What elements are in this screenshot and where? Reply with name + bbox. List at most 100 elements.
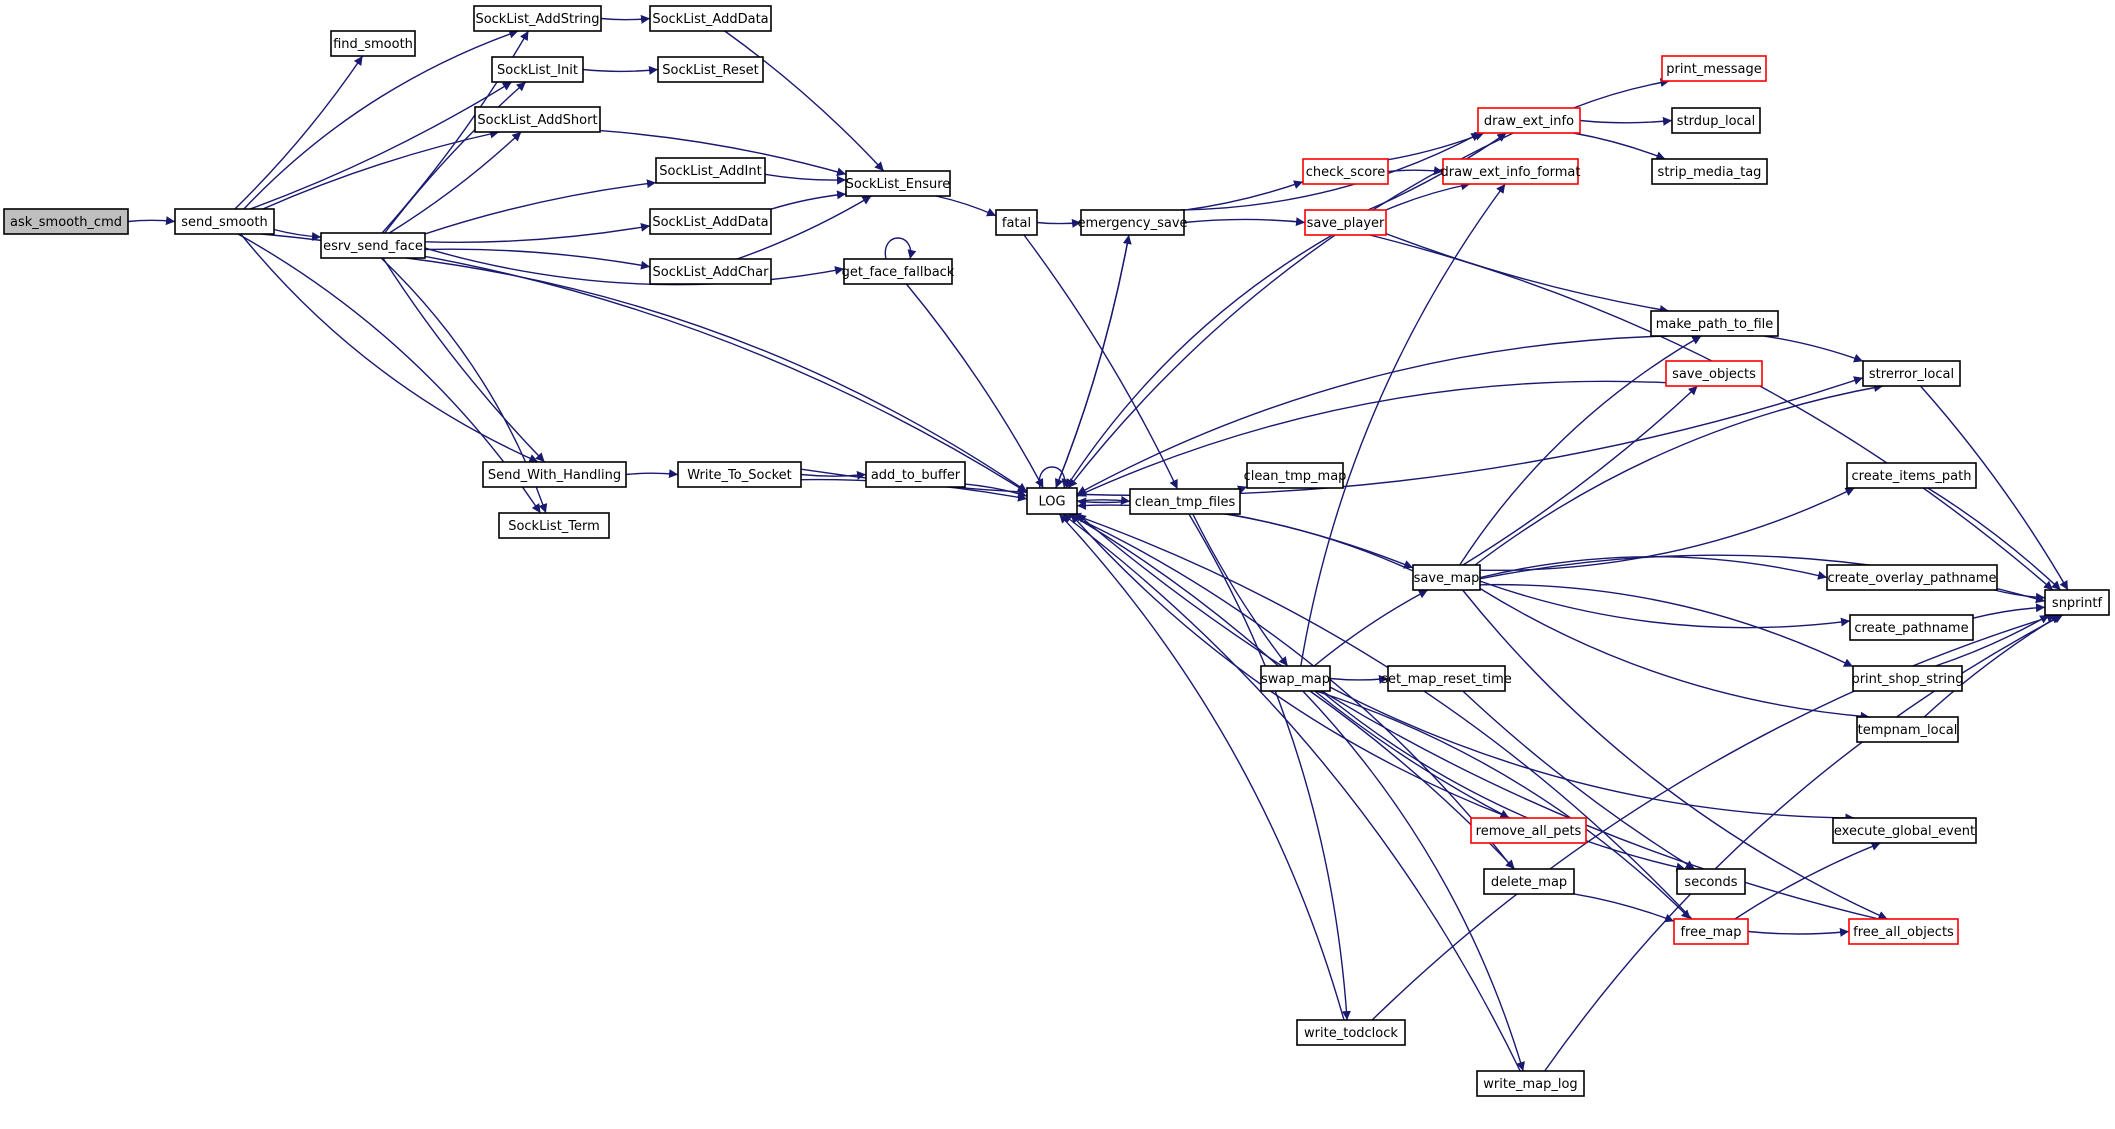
node-box[interactable]	[1026, 487, 1078, 515]
node-box[interactable]	[1671, 107, 1761, 134]
node-SockList_AddString[interactable]: SockList_AddString	[473, 5, 602, 32]
node-box[interactable]	[1862, 360, 1961, 387]
node-box[interactable]	[843, 258, 953, 285]
node-SockList_AddData[interactable]: SockList_AddData	[649, 208, 772, 235]
node-box[interactable]	[1470, 817, 1587, 844]
node-box[interactable]	[2044, 589, 2110, 616]
node-tempnam_local[interactable]: tempnam_local	[1856, 716, 1959, 743]
node-clean_tmp_files[interactable]: clean_tmp_files	[1129, 488, 1241, 515]
node-create_items_path[interactable]: create_items_path	[1846, 462, 1977, 489]
node-check_score[interactable]: check_score	[1302, 158, 1389, 185]
node-SockList_AddInt[interactable]: SockList_AddInt	[655, 157, 766, 184]
node-write_map_log[interactable]: write_map_log	[1476, 1070, 1585, 1097]
node-box[interactable]	[1665, 360, 1763, 387]
node-box[interactable]	[657, 56, 764, 83]
node-box[interactable]	[1483, 868, 1575, 895]
node-box[interactable]	[649, 258, 772, 285]
node-box[interactable]	[845, 170, 951, 197]
node-box[interactable]	[1852, 665, 1963, 692]
node-strdup_local[interactable]: strdup_local	[1671, 107, 1761, 134]
node-free_map[interactable]: free_map	[1673, 918, 1749, 945]
node-box[interactable]	[1302, 158, 1389, 185]
node-save_objects[interactable]: save_objects	[1665, 360, 1763, 387]
node-find_smooth[interactable]: find_smooth	[330, 30, 416, 57]
node-box[interactable]	[649, 5, 772, 32]
node-box[interactable]	[995, 209, 1038, 236]
node-SockList_AddData_top[interactable]: SockList_AddData	[649, 5, 772, 32]
node-box[interactable]	[498, 512, 610, 539]
node-box[interactable]	[677, 461, 802, 488]
node-box[interactable]	[1826, 564, 1998, 591]
node-ask_smooth_cmd[interactable]: ask_smooth_cmd	[3, 208, 129, 235]
node-clean_tmp_map[interactable]: clean_tmp_map	[1244, 462, 1347, 489]
node-create_overlay_pathname[interactable]: create_overlay_pathname	[1826, 564, 1998, 591]
node-esrv_send_face[interactable]: esrv_send_face	[320, 232, 426, 259]
node-box[interactable]	[1476, 1070, 1585, 1097]
node-write_todclock[interactable]: write_todclock	[1296, 1019, 1406, 1046]
node-save_map[interactable]: save_map	[1412, 564, 1481, 591]
node-SockList_Term[interactable]: SockList_Term	[498, 512, 610, 539]
node-box[interactable]	[655, 157, 766, 184]
node-SockList_Init[interactable]: SockList_Init	[491, 56, 584, 83]
node-free_all_objects[interactable]: free_all_objects	[1848, 918, 1959, 945]
node-box[interactable]	[1304, 209, 1387, 236]
node-create_pathname[interactable]: create_pathname	[1849, 614, 1974, 641]
node-box[interactable]	[1129, 488, 1241, 515]
node-box[interactable]	[1849, 614, 1974, 641]
node-delete_map[interactable]: delete_map	[1483, 868, 1575, 895]
node-LOG[interactable]: LOG	[1026, 487, 1078, 515]
node-box[interactable]	[1650, 310, 1779, 337]
node-strerror_local[interactable]: strerror_local	[1862, 360, 1961, 387]
node-emergency_save[interactable]: emergency_save	[1077, 209, 1188, 236]
node-box[interactable]	[1832, 817, 1977, 844]
node-snprintf[interactable]: snprintf	[2044, 589, 2110, 616]
node-box[interactable]	[1848, 918, 1959, 945]
node-box[interactable]	[1651, 158, 1768, 185]
node-box[interactable]	[1856, 716, 1959, 743]
node-fatal[interactable]: fatal	[995, 209, 1038, 236]
node-seconds[interactable]: seconds	[1676, 868, 1746, 895]
node-box[interactable]	[1661, 55, 1767, 82]
node-box[interactable]	[1296, 1019, 1406, 1046]
node-swap_map[interactable]: swap_map	[1260, 665, 1331, 692]
node-box[interactable]	[1412, 564, 1481, 591]
node-box[interactable]	[482, 461, 627, 488]
node-print_message[interactable]: print_message	[1661, 55, 1767, 82]
node-save_player[interactable]: save_player	[1304, 209, 1387, 236]
node-SockList_AddShort[interactable]: SockList_AddShort	[474, 106, 601, 133]
node-Send_With_Handling[interactable]: Send_With_Handling	[482, 461, 627, 488]
node-box[interactable]	[1676, 868, 1746, 895]
node-remove_all_pets[interactable]: remove_all_pets	[1470, 817, 1587, 844]
node-box[interactable]	[1477, 107, 1581, 134]
node-Write_To_Socket[interactable]: Write_To_Socket	[677, 461, 802, 488]
node-box[interactable]	[1246, 462, 1344, 489]
node-add_to_buffer[interactable]: add_to_buffer	[865, 461, 966, 488]
node-box[interactable]	[174, 208, 275, 235]
node-box[interactable]	[1673, 918, 1749, 945]
node-SockList_AddChar[interactable]: SockList_AddChar	[649, 258, 772, 285]
node-box[interactable]	[1080, 209, 1185, 236]
node-box[interactable]	[1846, 462, 1977, 489]
node-box[interactable]	[330, 30, 416, 57]
node-box[interactable]	[3, 208, 129, 235]
node-box[interactable]	[320, 232, 426, 259]
node-box[interactable]	[1387, 665, 1506, 692]
node-box[interactable]	[1260, 665, 1331, 692]
node-set_map_reset_time[interactable]: set_map_reset_time	[1381, 665, 1512, 692]
node-get_face_fallback[interactable]: get_face_fallback	[842, 258, 955, 285]
node-box[interactable]	[473, 5, 602, 32]
node-draw_ext_info[interactable]: draw_ext_info	[1477, 107, 1581, 134]
node-box[interactable]	[649, 208, 772, 235]
node-send_smooth[interactable]: send_smooth	[174, 208, 275, 235]
node-draw_ext_info_format[interactable]: draw_ext_info_format	[1440, 158, 1581, 185]
node-box[interactable]	[865, 461, 966, 488]
node-strip_media_tag[interactable]: strip_media_tag	[1651, 158, 1768, 185]
node-box[interactable]	[491, 56, 584, 83]
node-SockList_Reset[interactable]: SockList_Reset	[657, 56, 764, 83]
node-box[interactable]	[474, 106, 601, 133]
node-print_shop_string[interactable]: print_shop_string	[1851, 665, 1964, 692]
node-SockList_Ensure[interactable]: SockList_Ensure	[845, 170, 951, 197]
node-make_path_to_file[interactable]: make_path_to_file	[1650, 310, 1779, 337]
node-box[interactable]	[1442, 158, 1579, 185]
node-execute_global_event[interactable]: execute_global_event	[1832, 817, 1977, 844]
